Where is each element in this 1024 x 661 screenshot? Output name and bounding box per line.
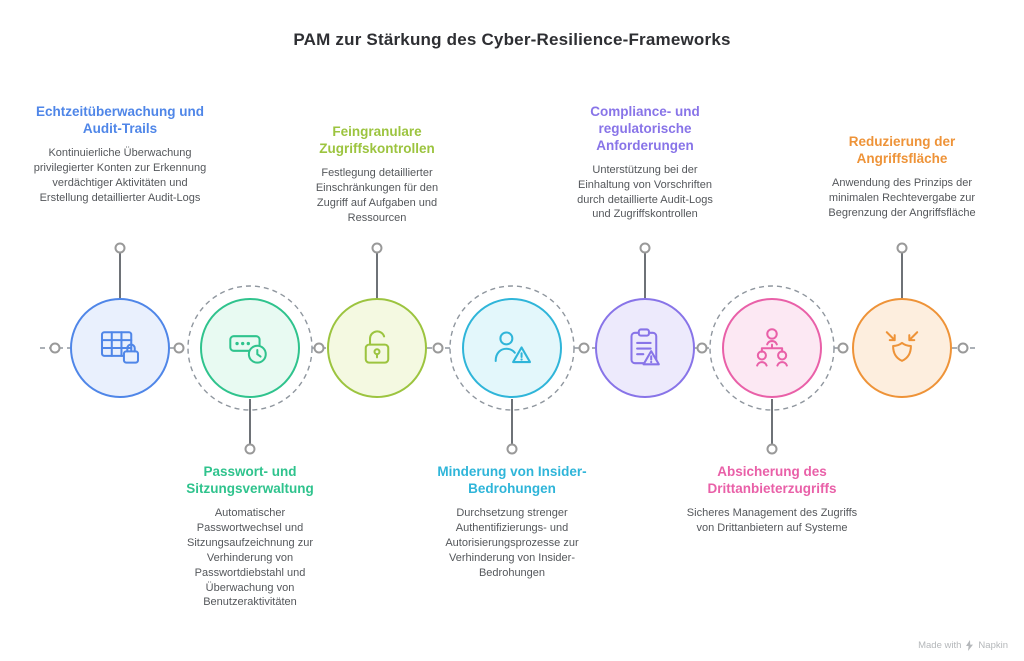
axis-dot	[837, 342, 849, 354]
axis-dot	[313, 342, 325, 354]
item-text-block: Echtzeitüberwachung und Audit-Trails Kon…	[33, 104, 207, 206]
item-circle	[595, 298, 695, 398]
open-lock-icon	[364, 330, 390, 364]
connector-lines	[119, 253, 903, 444]
user-warning-icon	[494, 331, 532, 364]
item-title: Feingranulare Zugriffskontrollen	[319, 124, 435, 156]
connector-dot	[506, 443, 518, 455]
made-with-napkin: Made with Napkin	[918, 640, 1008, 651]
item-title: Compliance- und regulatorische Anforderu…	[590, 104, 700, 153]
axis-dot	[173, 342, 185, 354]
item-description: Festlegung detaillierter Einschränkungen…	[315, 166, 439, 224]
item-description: Automatischer Passwortwechsel und Sitzun…	[187, 506, 313, 609]
item-circle	[722, 298, 822, 398]
third-party-users-icon	[756, 328, 788, 367]
clipboard-warning-icon	[630, 328, 660, 366]
item-text-block: Compliance- und regulatorische Anforderu…	[567, 104, 723, 222]
connector-dot	[639, 242, 651, 254]
axis-dot	[957, 342, 969, 354]
item-text-block: Passwort- und Sitzungsverwaltung Automat…	[172, 464, 328, 610]
axis-dot	[696, 342, 708, 354]
item-circle	[70, 298, 170, 398]
item-title: Passwort- und Sitzungsverwaltung	[186, 464, 314, 496]
item-circle	[852, 298, 952, 398]
item-description: Kontinuierliche Überwachung privilegiert…	[33, 146, 207, 204]
item-circle	[200, 298, 300, 398]
axis-dot	[432, 342, 444, 354]
axis-dot	[49, 342, 61, 354]
item-title: Reduzierung der Angriffsfläche	[848, 134, 956, 166]
item-description: Durchsetzung strenger Authentifizierungs…	[445, 506, 579, 579]
item-description: Anwendung des Prinzips der minimalen Rec…	[828, 176, 976, 219]
axis-dot	[578, 342, 590, 354]
napkin-logo-icon	[966, 640, 974, 651]
item-text-block: Feingranulare Zugriffskontrollen Festleg…	[299, 124, 455, 226]
item-circle	[462, 298, 562, 398]
password-clock-icon	[229, 335, 267, 364]
item-description: Sicheres Management des Zugriffs von Dri…	[686, 506, 858, 534]
item-title: Absicherung des Drittanbieterzugriffs	[707, 464, 837, 496]
item-description: Unterstützung bei der Einhaltung von Vor…	[577, 163, 713, 221]
item-text-block: Minderung von Insider-Bedrohungen Durchs…	[424, 464, 600, 581]
made-with-label: Made with	[918, 640, 962, 651]
connector-dot	[114, 242, 126, 254]
item-text-block: Reduzierung der Angriffsfläche Anwendung…	[812, 134, 992, 221]
connector-dot	[371, 242, 383, 254]
shield-minimize-icon	[885, 331, 919, 362]
connector-dot	[896, 242, 908, 254]
table-lock-icon	[100, 331, 140, 364]
page-title: PAM zur Stärkung des Cyber-Resilience-Fr…	[293, 30, 731, 49]
item-title: Minderung von Insider-Bedrohungen	[437, 464, 587, 496]
item-text-block: Absicherung des Drittanbieterzugriffs Si…	[684, 464, 860, 536]
item-circle	[327, 298, 427, 398]
connector-dot	[244, 443, 256, 455]
connector-dot	[766, 443, 778, 455]
napkin-brand: Napkin	[978, 640, 1008, 651]
item-title: Echtzeitüberwachung und Audit-Trails	[35, 104, 204, 136]
